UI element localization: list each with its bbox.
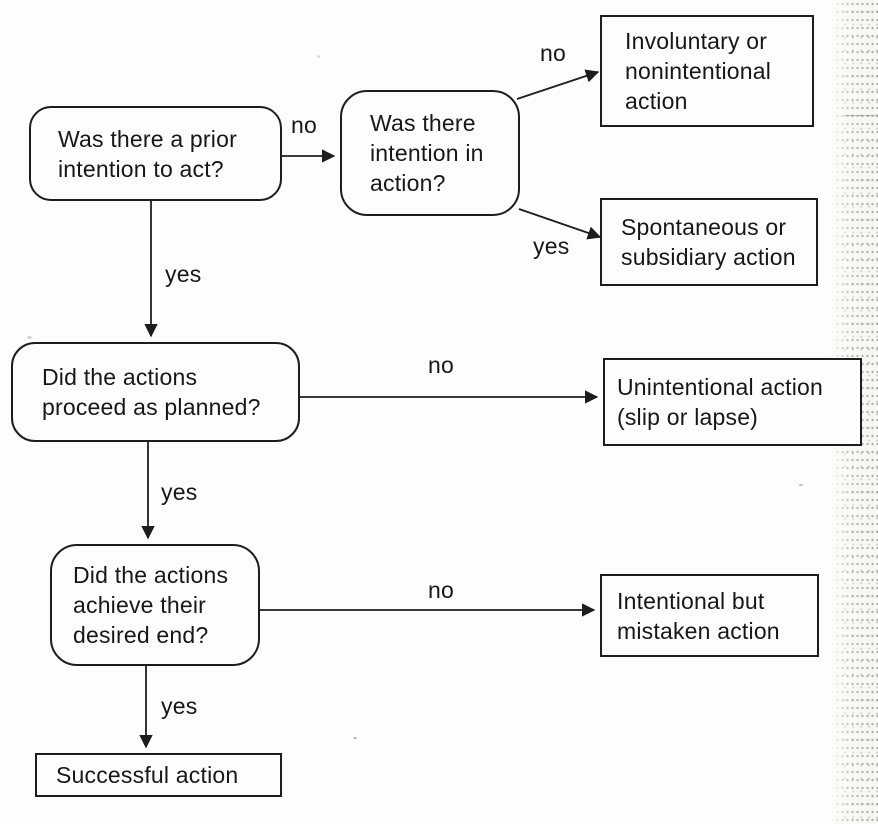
page-edge-artifact-line <box>845 115 878 116</box>
edge-label-no-q1-q2: no <box>291 112 317 138</box>
edge-label-yes-q2-spontaneous: yes <box>533 233 570 259</box>
edge-label-yes-q1-q3: yes <box>165 261 202 287</box>
outcome-successful-action: Successful action <box>35 753 282 797</box>
scan-speck <box>799 484 803 486</box>
decision-achieve-desired-end: Did the actions achieve their desired en… <box>50 544 260 666</box>
outcome-unintentional-action: Unintentional action (slip or lapse) <box>603 358 862 446</box>
scan-speck <box>353 737 357 739</box>
edge-label-no-q4-mistaken: no <box>428 577 454 603</box>
scan-speck <box>27 336 32 339</box>
edge-label-yes-q3-q4: yes <box>161 479 198 505</box>
outcome-involuntary-action: Involuntary or nonintentional action <box>600 15 814 127</box>
outcome-spontaneous-action: Spontaneous or subsidiary action <box>600 198 818 286</box>
decision-proceed-as-planned: Did the actions proceed as planned? <box>11 342 300 442</box>
scan-speck <box>317 55 320 58</box>
outcome-mistaken-action: Intentional but mistaken action <box>600 574 819 657</box>
edge-label-yes-q4-successful: yes <box>161 693 198 719</box>
edge-label-no-q3-unintentional: no <box>428 352 454 378</box>
edge-q2-involuntary <box>516 69 600 100</box>
decision-prior-intention: Was there a prior intention to act? <box>29 106 282 201</box>
edge-label-no-q2-involuntary: no <box>540 40 566 66</box>
decision-intention-in-action: Was there intention in action? <box>340 90 520 216</box>
